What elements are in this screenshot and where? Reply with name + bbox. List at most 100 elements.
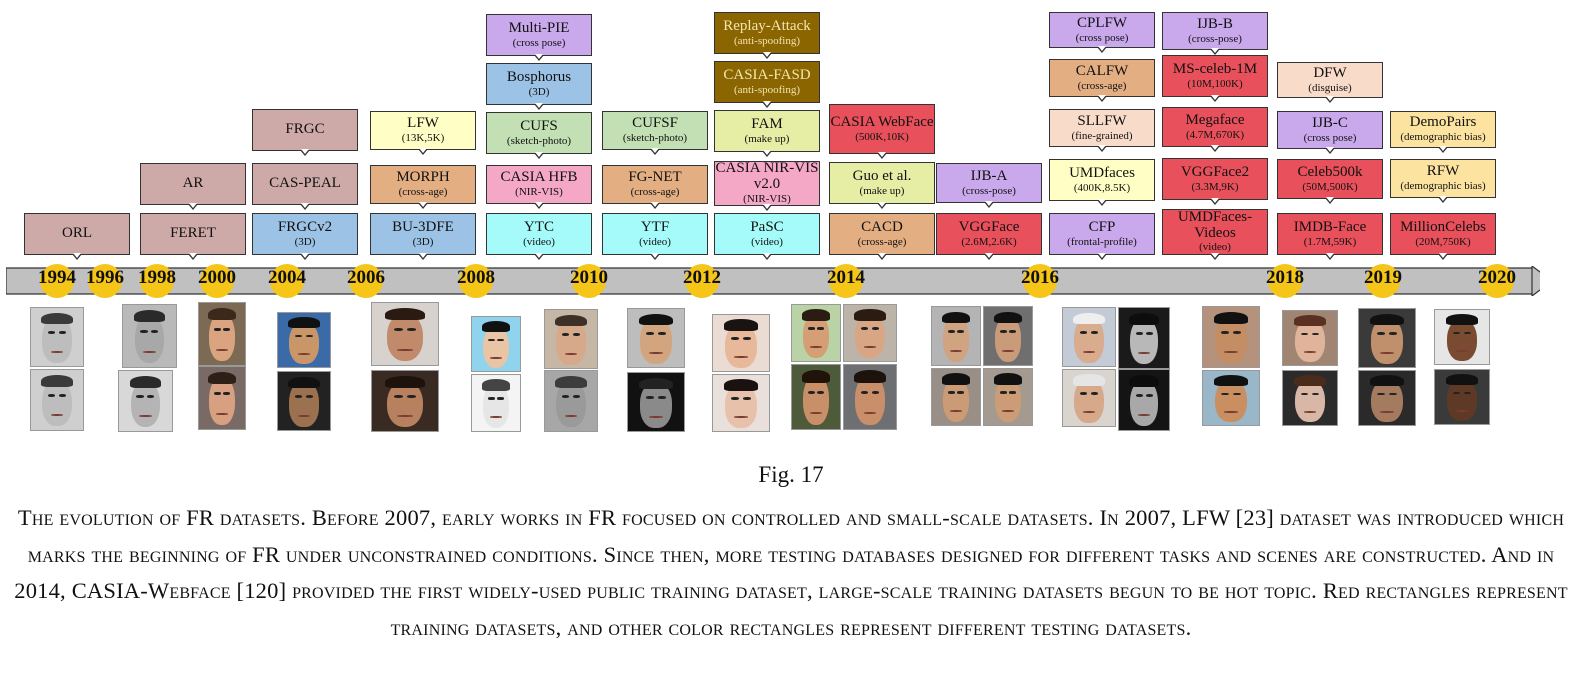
dataset-subtitle: (3D) [528, 85, 550, 98]
dataset-subtitle: (500K,10K) [855, 130, 909, 143]
dataset-box-morph: MORPH(cross-age) [370, 165, 476, 204]
dataset-subtitle: (4.7M,670K) [1185, 128, 1245, 141]
dataset-subtitle: (anti-spoofing) [734, 83, 800, 96]
dataset-box-cufs: CUFS(sketch-photo) [486, 112, 592, 154]
dataset-subtitle: (disguise) [1308, 81, 1352, 94]
callout-pointer [762, 253, 772, 260]
dataset-box-casia-webface: CASIA WebFace(500K,10K) [829, 104, 935, 154]
figure-label: Fig. 17 [758, 462, 824, 487]
dataset-name: CUFS [520, 117, 558, 134]
callout-pointer [762, 52, 772, 59]
face-photo [1282, 310, 1338, 366]
callout-pointer [188, 203, 198, 210]
dataset-box-umdfaces-videos: UMDFaces-Videos(video) [1162, 209, 1268, 255]
dataset-name: AR [182, 175, 204, 192]
dataset-name: FRGCv2 [277, 218, 333, 235]
callout-pointer [300, 149, 310, 156]
dataset-subtitle: (sketch-photo) [622, 132, 688, 145]
callout-pointer [1438, 196, 1448, 203]
dataset-box-fam: FAM(make up) [714, 110, 820, 152]
year-dot [459, 264, 493, 298]
dataset-subtitle: (20M,750K) [1415, 235, 1471, 248]
year-dot [140, 264, 174, 298]
dataset-subtitle: (cross pose) [1075, 31, 1129, 44]
dataset-subtitle: (cross-age) [398, 186, 448, 199]
dataset-box-ijb-a: IJB-A(cross-pose) [936, 163, 1042, 203]
dataset-box-cacd: CACD(cross-age) [829, 213, 935, 255]
callout-pointer [984, 201, 994, 208]
dataset-name: IJB-C [1312, 114, 1348, 131]
callout-pointer [418, 253, 428, 260]
dataset-name: MORPH [396, 169, 450, 186]
callout-pointer [1097, 46, 1107, 53]
face-photo [1434, 369, 1490, 425]
face-photo [712, 314, 770, 372]
dataset-name: LFW [407, 115, 439, 132]
year-label: 1994 [38, 267, 76, 288]
callout-pointer [1210, 145, 1220, 152]
year-label: 2000 [198, 267, 236, 288]
year-dot [200, 264, 234, 298]
callout-pointer [650, 202, 660, 209]
year-label: 2018 [1266, 267, 1304, 288]
face-photo [627, 372, 685, 432]
face-photo [471, 374, 521, 432]
dataset-box-imdb-face: IMDB-Face(1.7M,59K) [1277, 213, 1383, 255]
dataset-subtitle: (1.7M,59K) [1303, 235, 1357, 248]
dataset-subtitle: (video) [523, 235, 555, 248]
callout-pointer [72, 253, 82, 260]
dataset-subtitle: (fine-grained) [1071, 129, 1133, 142]
face-photo [791, 364, 841, 430]
face-photo [1202, 370, 1260, 426]
dataset-box-guo-et-al: Guo et al.(make up) [829, 162, 935, 204]
dataset-name: FERET [170, 225, 216, 242]
face-photo [1358, 370, 1416, 426]
callout-pointer [1325, 147, 1335, 154]
year-dot [829, 264, 863, 298]
dataset-box-dfw: DFW(disguise) [1277, 62, 1383, 98]
year-label: 2012 [683, 267, 721, 288]
face-photo [931, 306, 981, 366]
dataset-subtitle: (cross-age) [1077, 79, 1127, 92]
callout-pointer [762, 204, 772, 211]
year-label: 2004 [268, 267, 306, 288]
dataset-name: DFW [1313, 64, 1347, 81]
callout-pointer [1097, 253, 1107, 260]
dataset-box-cplfw: CPLFW(cross pose) [1049, 12, 1155, 48]
year-label: 1996 [86, 267, 124, 288]
callout-pointer [877, 253, 887, 260]
dataset-box-demopairs: DemoPairs(demographic bias) [1390, 111, 1496, 148]
face-photo [277, 371, 331, 431]
dataset-name: CFP [1088, 218, 1116, 235]
face-photo [198, 366, 246, 430]
dataset-subtitle: (cross-age) [630, 186, 680, 199]
dataset-subtitle: (cross pose) [512, 36, 566, 49]
dataset-subtitle: (3.3M,9K) [1191, 180, 1239, 193]
dataset-subtitle: (NIR-VIS) [743, 192, 791, 205]
dataset-name: SLLFW [1077, 112, 1127, 129]
dataset-name: DemoPairs [1409, 114, 1477, 131]
callout-pointer [418, 202, 428, 209]
face-photo [627, 308, 685, 368]
dataset-name: Replay-Attack [723, 17, 811, 34]
dataset-box-rfw: RFW(demographic bias) [1390, 159, 1496, 198]
callout-pointer [877, 202, 887, 209]
dataset-subtitle: (2.6M,2.6K) [961, 235, 1017, 248]
callout-pointer [1097, 199, 1107, 206]
year-label: 2006 [347, 267, 385, 288]
dataset-name: Celeb500k [1297, 163, 1363, 180]
callout-pointer [534, 253, 544, 260]
dataset-name: VGGFace2 [1180, 163, 1250, 180]
dataset-name: MillionCelebs [1400, 218, 1486, 235]
callout-pointer [418, 148, 428, 155]
dataset-box-cas-peal: CAS-PEAL [252, 163, 358, 205]
face-photo [983, 368, 1033, 426]
callout-pointer [762, 101, 772, 108]
dataset-name: YTC [524, 218, 554, 235]
dataset-box-frgcv2: FRGCv2(3D) [252, 213, 358, 255]
year-label: 2010 [570, 267, 608, 288]
callout-pointer [1210, 253, 1220, 260]
dataset-subtitle: (13K,5K) [401, 132, 445, 145]
dataset-name: VGGFace [958, 218, 1020, 235]
face-photo [1282, 370, 1338, 426]
